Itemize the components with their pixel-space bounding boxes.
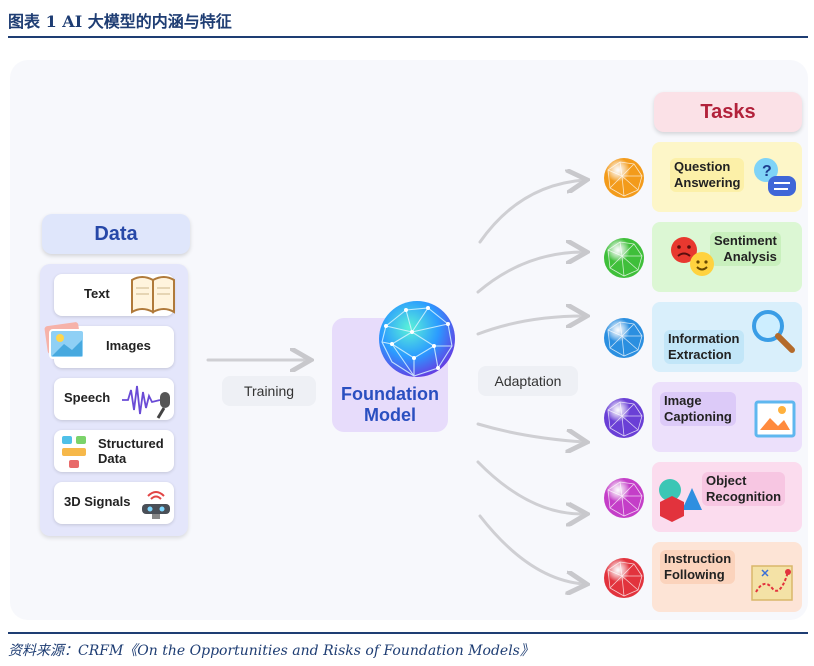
task-sphere-icon xyxy=(604,478,644,518)
label-line-2: Data xyxy=(98,451,127,466)
task-sphere-icon xyxy=(604,398,644,438)
task-label-line-1: Sentiment xyxy=(714,233,777,248)
data-item-3d-signals: 3D Signals xyxy=(54,482,174,524)
data-item-speech: Speech xyxy=(54,378,174,420)
data-item-label: Structured Data xyxy=(98,436,164,466)
fm-line-1: Foundation xyxy=(341,384,439,404)
data-heading: Data xyxy=(42,214,190,254)
task-sphere-icon xyxy=(604,158,644,198)
magnifier-icon xyxy=(752,310,795,353)
svg-text:?: ? xyxy=(762,163,772,180)
top-rule xyxy=(8,36,808,38)
bottom-rule xyxy=(8,632,808,634)
book-icon xyxy=(131,276,175,314)
foundation-model-label: Foundation Model xyxy=(332,384,448,426)
figure-header: 图表 1 AI 大模型的内涵与特征 xyxy=(8,8,808,38)
task-label-line-2: Following xyxy=(664,567,725,582)
data-item-label: Text xyxy=(84,286,110,301)
photos-icon xyxy=(44,322,85,359)
map-icon xyxy=(751,565,793,601)
sensor-icon xyxy=(142,491,170,519)
foundation-model-sphere-icon xyxy=(379,301,455,377)
task-label-line-2: Recognition xyxy=(706,489,782,504)
fm-line-2: Model xyxy=(364,405,416,425)
adaptation-label: Adaptation xyxy=(478,366,578,396)
figure-title: 图表 1 AI 大模型的内涵与特征 xyxy=(8,12,232,31)
data-item-text: Text xyxy=(54,274,175,316)
speech-bubbles-icon: ? xyxy=(754,158,796,196)
data-panel: Text Images Speech Struct xyxy=(40,264,188,536)
training-label: Training xyxy=(222,376,316,406)
task-sphere-icon xyxy=(604,558,644,598)
picture-icon xyxy=(754,400,796,438)
label-line-1: Structured xyxy=(98,436,164,451)
task-label-line-1: Object xyxy=(706,473,747,488)
data-item-images: Images xyxy=(44,322,174,368)
task-label-line-1: Image xyxy=(664,393,702,408)
task-label-line-1: Information xyxy=(668,331,740,346)
task-label-line-2: Captioning xyxy=(664,409,732,424)
flowchart-icon xyxy=(62,436,86,468)
tasks-heading: Tasks xyxy=(654,92,802,132)
task-sphere-icon xyxy=(604,238,644,278)
task-label-line-2: Analysis xyxy=(723,249,777,264)
task-label-line-2: Answering xyxy=(674,175,741,190)
data-item-structured-data: Structured Data xyxy=(54,430,174,472)
emoji-faces-icon xyxy=(671,237,714,276)
data-item-label: 3D Signals xyxy=(64,494,131,509)
task-sphere-icon xyxy=(604,318,644,358)
task-label-line-1: Instruction xyxy=(664,551,732,566)
task-label-line-2: Extraction xyxy=(668,347,732,362)
microphone-icon xyxy=(122,385,170,419)
source-note: 资料来源：CRFM《On the Opportunities and Risks… xyxy=(8,643,534,659)
task-label-line-1: Question xyxy=(674,159,731,174)
data-item-label: Images xyxy=(106,338,151,353)
data-item-label: Speech xyxy=(64,390,111,405)
3d-shapes-icon xyxy=(659,479,702,522)
